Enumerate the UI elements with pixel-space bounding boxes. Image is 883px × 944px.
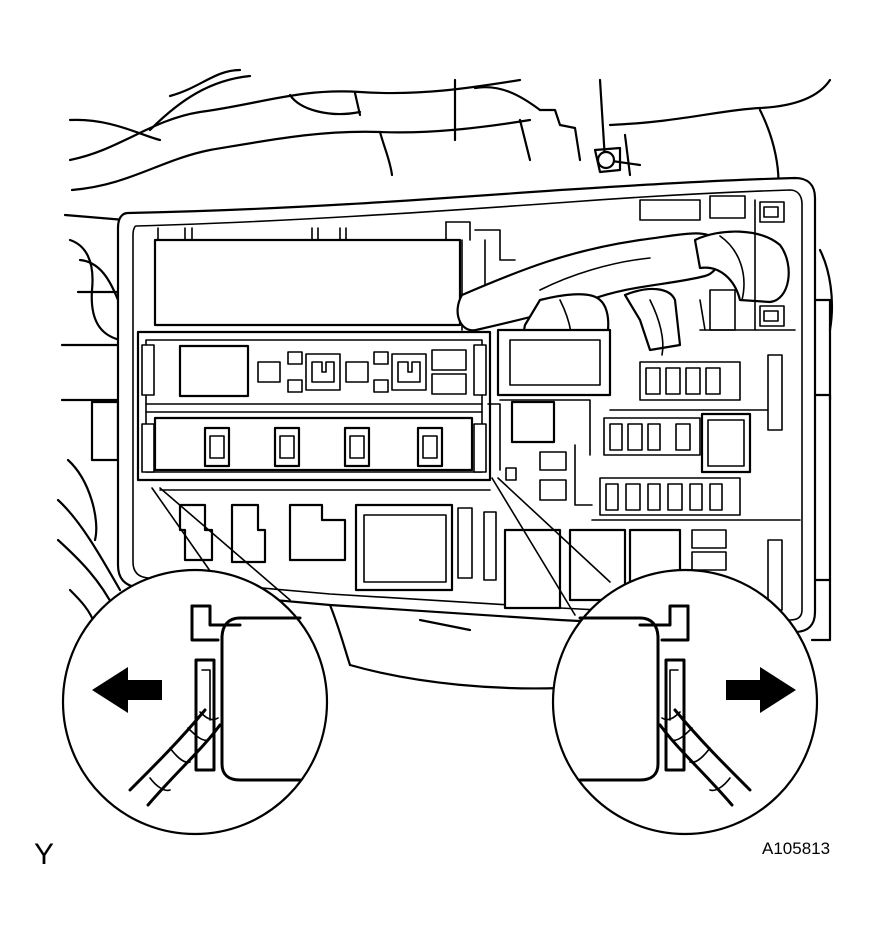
relay-bracket: [136, 330, 501, 482]
lower-fuse-row: [203, 426, 444, 468]
arrow-left-icon: [92, 667, 162, 713]
top-cover: [153, 221, 516, 331]
figure-code: A105813: [762, 839, 831, 858]
arrow-right-icon: [726, 667, 796, 713]
callout-leaders: [151, 477, 611, 616]
right-upper-fittings: [639, 195, 796, 331]
right-detail-callout: [551, 568, 819, 836]
lower-connectors: [159, 489, 497, 592]
view-letter: Y: [34, 838, 55, 871]
background-lower: [328, 603, 562, 690]
left-detail-callout: [61, 568, 329, 836]
background-left: [56, 343, 122, 627]
center-connector: [496, 328, 612, 397]
right-fuse-area: [499, 354, 801, 611]
